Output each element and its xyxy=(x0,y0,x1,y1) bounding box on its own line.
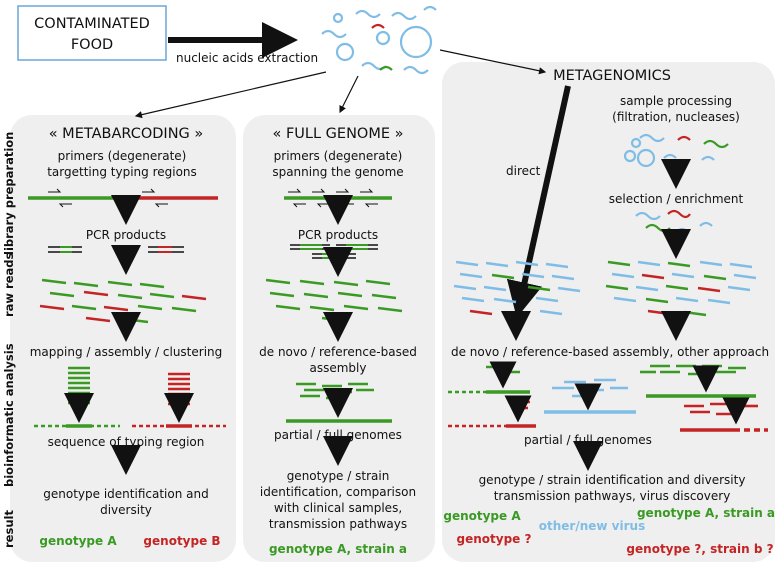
full-genome-analysis-line2: assembly xyxy=(310,361,367,375)
metagenomics-result-line2: transmission pathways, virus discovery xyxy=(494,489,731,503)
full-genome-primers-line1: primers (degenerate) xyxy=(274,149,403,163)
metabarcoding-primers-line2: targetting typing regions xyxy=(47,165,197,179)
metagenomics-assemblies xyxy=(448,361,768,432)
arrow-to-metabarcoding xyxy=(134,71,327,119)
metagenomics-genotype-unknown-strain: genotype ?, strain b ? xyxy=(626,542,773,556)
full-genome-result-line4: transmission pathways xyxy=(269,517,407,531)
metabarcoding-reads xyxy=(39,278,207,324)
full-genome-primers-line2: spanning the genome xyxy=(272,165,403,179)
metagenomics-processing-line2: (filtration, nucleases) xyxy=(612,110,740,124)
metagenomics-direct-reads xyxy=(453,260,581,316)
metagenomics-selection: selection / enrichment xyxy=(609,192,744,206)
source-title-line2: FOOD xyxy=(71,37,113,53)
side-label-bioinformatic: bioinformatic analysis xyxy=(2,343,16,487)
full-genome-title: « FULL GENOME » xyxy=(272,126,403,142)
full-genome-column: « FULL GENOME » primers (degenerate) spa… xyxy=(259,126,417,556)
full-genome-result-line3: with clinical samples, xyxy=(274,501,402,515)
full-genome-pcr: PCR products xyxy=(298,228,378,242)
source-title-line1: CONTAMINATED xyxy=(34,16,150,32)
metabarcoding-genotype-b: genotype B xyxy=(143,534,220,548)
metagenomics-result-line1: genotype / strain identification and div… xyxy=(479,473,746,487)
metagenomics-genotype-unknown: genotype ? xyxy=(457,532,532,546)
metabarcoding-analysis: mapping / assembly / clustering xyxy=(30,345,223,359)
side-label-raw-reads: raw reads xyxy=(2,252,16,317)
metagenomics-enriched-reads xyxy=(605,260,757,317)
metabarcoding-sequence: sequence of typing region xyxy=(48,435,205,449)
metagenomics-analysis: de novo / reference-based assembly, othe… xyxy=(451,345,769,359)
metagenomics-genotype-a-strain: genotype A, strain a xyxy=(637,506,775,520)
full-genome-result-line2: identification, comparison xyxy=(260,485,416,499)
metabarcoding-result-line2: diversity xyxy=(100,503,152,517)
metagenomics-column: METAGENOMICS sample processing (filtrati… xyxy=(443,68,775,556)
metabarcoding-primers-line1: primers (degenerate) xyxy=(58,149,187,163)
full-genome-genomes: partial / full genomes xyxy=(274,428,402,442)
metabarcoding-pcr: PCR products xyxy=(86,228,166,242)
full-genome-reads xyxy=(265,278,403,323)
side-label-library: library preparation xyxy=(2,132,16,255)
full-genome-genotype: genotype A, strain a xyxy=(269,542,407,556)
full-genome-result-line1: genotype / strain xyxy=(287,469,390,483)
metagenomics-genotype-a: genotype A xyxy=(443,509,521,523)
side-labels: library preparation raw reads bioinforma… xyxy=(2,132,16,548)
metagenomics-direct: direct xyxy=(506,164,541,178)
arrow-to-full-genome xyxy=(339,75,359,114)
metagenomics-panel xyxy=(442,62,775,562)
extraction-label: nucleic acids extraction xyxy=(176,51,318,65)
metabarcoding-title: « METABARCODING » xyxy=(49,126,204,142)
metagenomics-other-virus: other/new virus xyxy=(539,519,645,533)
metabarcoding-genotype-a: genotype A xyxy=(39,534,117,548)
metabarcoding-result-line1: genotype identification and xyxy=(43,487,208,501)
metagenomics-processing-line1: sample processing xyxy=(620,94,732,108)
nucleic-acids-icon xyxy=(321,5,437,75)
full-genome-analysis-line1: de novo / reference-based xyxy=(259,345,417,359)
metabarcoding-column: « METABARCODING » primers (degenerate) t… xyxy=(28,126,226,548)
arrow-to-metagenomics xyxy=(439,49,547,75)
metagenomics-title: METAGENOMICS xyxy=(553,68,671,84)
metagenomics-genomes: partial / full genomes xyxy=(524,433,652,447)
contaminated-food-box: CONTAMINATED FOOD xyxy=(17,5,167,61)
side-label-result: result xyxy=(2,510,16,548)
